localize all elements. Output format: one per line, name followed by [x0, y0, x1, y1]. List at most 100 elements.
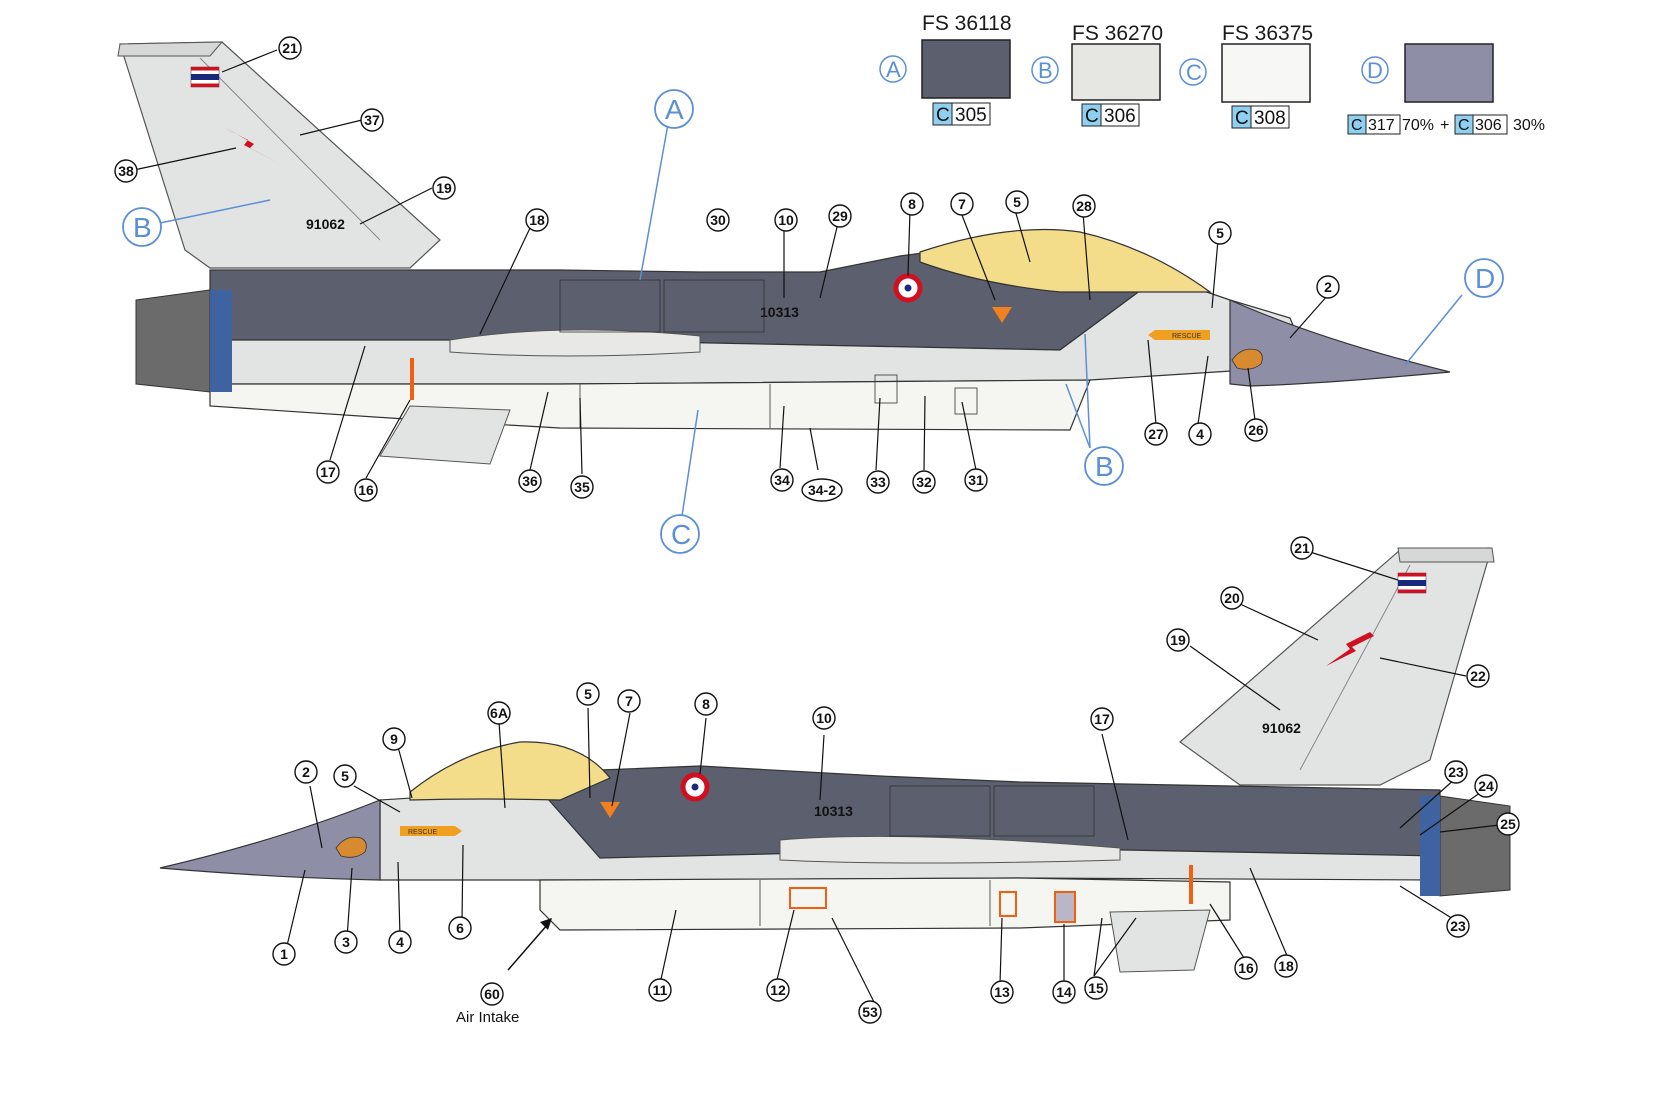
top-callout-9: 8: [900, 192, 924, 216]
legend-d-num2-box: [1472, 114, 1508, 135]
bottom-callout-17: 23: [1446, 914, 1470, 938]
top-callout-label-8: 29: [832, 208, 848, 224]
bottom-callout-label-22: 60: [484, 986, 500, 1002]
legend-d-pct2: 30%: [1513, 117, 1545, 134]
aircraft-right-profile: 91062 10313 RESCUE: [159, 547, 1511, 973]
tail-lightning-emblem-right: [1326, 632, 1374, 666]
nose-radome-right: [159, 799, 381, 881]
bottom-callout-label-4: 22: [1470, 668, 1486, 684]
legend-d-pct1: 70%: [1402, 117, 1434, 134]
top-callout-label-15: 17: [320, 464, 336, 480]
top-callout-17: 36: [518, 469, 542, 493]
top-callout-label-26: 26: [1248, 422, 1264, 438]
bottom-callout-3: 19: [1166, 628, 1190, 652]
bottom-callout-label-12: 5: [341, 768, 349, 784]
top-callout-label-20: 34-2: [808, 482, 836, 498]
top-callout-23: 31: [964, 468, 988, 492]
top-callout-label-22: 32: [916, 474, 932, 490]
top-callout-4: 19: [432, 176, 456, 200]
bottom-callout-5: 6A: [487, 701, 511, 725]
wing-root: [449, 329, 701, 357]
rescue-label-right: RESCUE: [408, 829, 438, 836]
legend-d-num2: 306: [1475, 117, 1502, 134]
tiger-emblem-right: [335, 836, 367, 858]
bottom-callout-label-18: 1: [280, 946, 288, 962]
top-callout-label-5: 18: [529, 212, 545, 228]
bottom-callout-15: 24: [1474, 774, 1498, 798]
bottom-callout-label-16: 25: [1500, 816, 1516, 832]
nose-radome: [1229, 299, 1451, 387]
bottom-callout-label-17: 23: [1450, 918, 1466, 934]
roundel-center-right: [691, 783, 699, 791]
top-callouts: [133, 49, 1329, 479]
top-callout-26: 26: [1244, 418, 1268, 442]
bottom-callout-24: 12: [766, 978, 790, 1002]
top-callout-label-10: 7: [958, 196, 966, 212]
legend-swatch-a: FS 36118 A C 305: [879, 12, 1012, 126]
top-callout-25: 4: [1188, 422, 1212, 446]
tail-rudder-line: [199, 57, 381, 241]
stencil-box-12: [789, 887, 827, 909]
rescue-arrow-right: [400, 826, 462, 836]
top-callout-11: 5: [1005, 190, 1029, 214]
top-callout-12: 28: [1072, 194, 1096, 218]
bottom-callout-22: 60: [480, 982, 504, 1006]
canopy: [919, 228, 1212, 293]
tail-serial: 91062: [306, 216, 345, 232]
top-callout-label-9: 8: [908, 196, 916, 212]
legend-a-num-box: [951, 102, 991, 126]
top-callout-label-7: 10: [778, 212, 794, 228]
legend-b-letter: B: [1038, 58, 1053, 83]
zone-label-d: D: [1475, 263, 1495, 294]
stencil-box-13: [999, 891, 1017, 917]
top-callout-label-2: 37: [364, 112, 380, 128]
top-callout-2: 37: [360, 108, 384, 132]
top-callout-label-17: 36: [522, 473, 538, 489]
zone-label-b-tail: B: [133, 212, 152, 243]
ventral-fin-right: [1109, 909, 1211, 973]
top-callout-7: 10: [774, 208, 798, 232]
top-callout-label-24: 27: [1148, 426, 1164, 442]
exhaust-ring-right: [1420, 796, 1440, 896]
tail-cap: [117, 41, 224, 57]
bottom-callout-27: 14: [1052, 980, 1076, 1004]
top-callout-1: 21: [278, 36, 302, 60]
legend-b-num-box: [1100, 103, 1140, 127]
bottom-callout-label-13: 2: [302, 764, 310, 780]
tail-cap-right: [1397, 547, 1495, 563]
top-callout-22: 32: [912, 470, 936, 494]
air-intake-arrow: [507, 918, 552, 971]
top-callout-15: 17: [316, 460, 340, 484]
top-callout-label-18: 35: [574, 479, 590, 495]
top-callout-label-19: 34: [774, 472, 790, 488]
legend-b-circle: [1031, 56, 1059, 84]
top-callout-label-1: 21: [282, 40, 298, 56]
roundel-center: [904, 284, 912, 292]
bottom-callout-23: 11: [648, 978, 672, 1002]
bottom-callout-8: 8: [694, 692, 718, 716]
air-intake-label: Air Intake: [456, 1009, 519, 1026]
exhaust-ring: [210, 290, 232, 392]
bottom-callout-1: 21: [1290, 536, 1314, 560]
color-legend: FS 36118 A C 305 FS 36270 B C 306 FS 363…: [879, 12, 1545, 135]
top-callout-label-25: 4: [1196, 426, 1204, 442]
bottom-callout-label-26: 13: [994, 984, 1010, 1000]
bottom-callout-label-23: 11: [653, 982, 668, 998]
rescue-arrow: [1148, 330, 1210, 340]
tiger-emblem: [1231, 348, 1263, 370]
legend-b-code: C: [1085, 106, 1099, 127]
tail-rudder-line-right: [1299, 564, 1411, 771]
bottom-callout-label-8: 8: [702, 696, 710, 712]
bottom-callout-26: 13: [990, 980, 1014, 1004]
bottom-callout-label-7: 7: [625, 693, 633, 709]
legend-swatch-d: D C 317 70% + C 306 30%: [1347, 43, 1545, 135]
bottom-callout-label-29: 16: [1238, 960, 1254, 976]
bottom-callout-13: 2: [294, 760, 318, 784]
bottom-callout-label-1: 21: [1294, 540, 1310, 556]
legend-a-code: C: [936, 105, 950, 126]
fuselage-serial: 10313: [760, 304, 799, 320]
legend-c-letter: C: [1186, 60, 1202, 85]
top-callout-label-4: 19: [436, 180, 452, 196]
bottom-callout-21: 6: [448, 916, 472, 940]
legend-d-num-box: [1365, 114, 1401, 135]
